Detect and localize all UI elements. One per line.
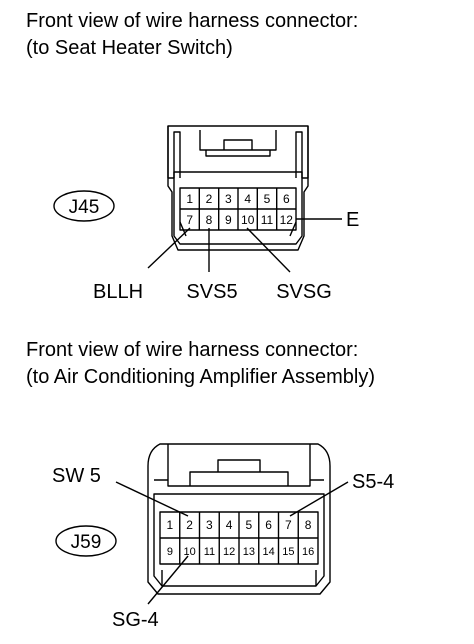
j45-pin-7: 7 [186,213,193,227]
j45-pin-5: 5 [264,192,271,206]
connector-j45-id: J45 [69,197,100,218]
j45-pin-6: 6 [283,192,290,206]
callout-line-sw5 [115,481,189,517]
j45-pin-12: 12 [280,213,294,227]
j59-pin-3: 3 [206,518,213,532]
j45-pin-9: 9 [225,213,232,227]
j59-pin-2: 2 [186,518,193,532]
connector1-caption-line2: (to Seat Heater Switch) [26,37,233,59]
j45-pin-11: 11 [261,213,274,227]
j59-pin-12: 12 [223,546,235,558]
callout-line-svsg [246,227,291,273]
connector-j59-housing [147,443,331,595]
j45-pin-3: 3 [225,192,232,206]
connector2-caption-line1: Front view of wire harness connector: [26,339,359,361]
callout-e: E [346,209,359,231]
j45-pin-4: 4 [244,192,251,206]
callout-s54: S5-4 [352,471,394,493]
j59-pin-6: 6 [265,518,272,532]
connector1-caption-line1: Front view of wire harness connector: [26,10,359,32]
j59-pin-7: 7 [285,518,292,532]
callout-sw5: SW 5 [52,465,101,487]
j59-pin-1: 1 [167,518,174,532]
callout-svs5: SVS5 [186,281,237,303]
connector-j59-badge [55,525,117,557]
j59-pin-13: 13 [243,546,255,558]
j59-pin-14: 14 [262,546,274,558]
callout-line-bllh [147,227,191,269]
j45-pin-1: 1 [186,192,193,206]
callout-bllh: BLLH [93,281,143,303]
j59-pin-16: 16 [302,546,314,558]
callout-line-s54 [289,481,349,517]
connector-j45-pin-grid [179,187,297,231]
j45-pin-10: 10 [241,213,255,227]
connector2-caption-line2: (to Air Conditioning Amplifier Assembly) [26,366,376,388]
callout-line-sg4 [147,555,189,605]
connector-j45-badge [53,190,115,222]
connector-j59-pin-grid [159,511,319,565]
j59-pin-4: 4 [226,518,233,532]
callout-svsg: SVSG [276,281,332,303]
j45-pin-2: 2 [206,192,213,206]
connector2-caption: Front view of wire harness connector: (t… [26,337,375,391]
connector1-caption: Front view of wire harness connector: (t… [26,8,358,62]
callout-sg4: SG-4 [112,609,159,631]
connector-j45-housing [167,125,309,251]
j59-pin-11: 11 [204,546,215,558]
j59-pin-5: 5 [246,518,253,532]
j59-pin-8: 8 [305,518,312,532]
j45-pin-8: 8 [206,213,213,227]
j59-pin-15: 15 [282,546,294,558]
j59-pin-10: 10 [183,546,195,558]
j59-pin-9: 9 [167,546,173,558]
connector-j59-id: J59 [71,532,102,553]
